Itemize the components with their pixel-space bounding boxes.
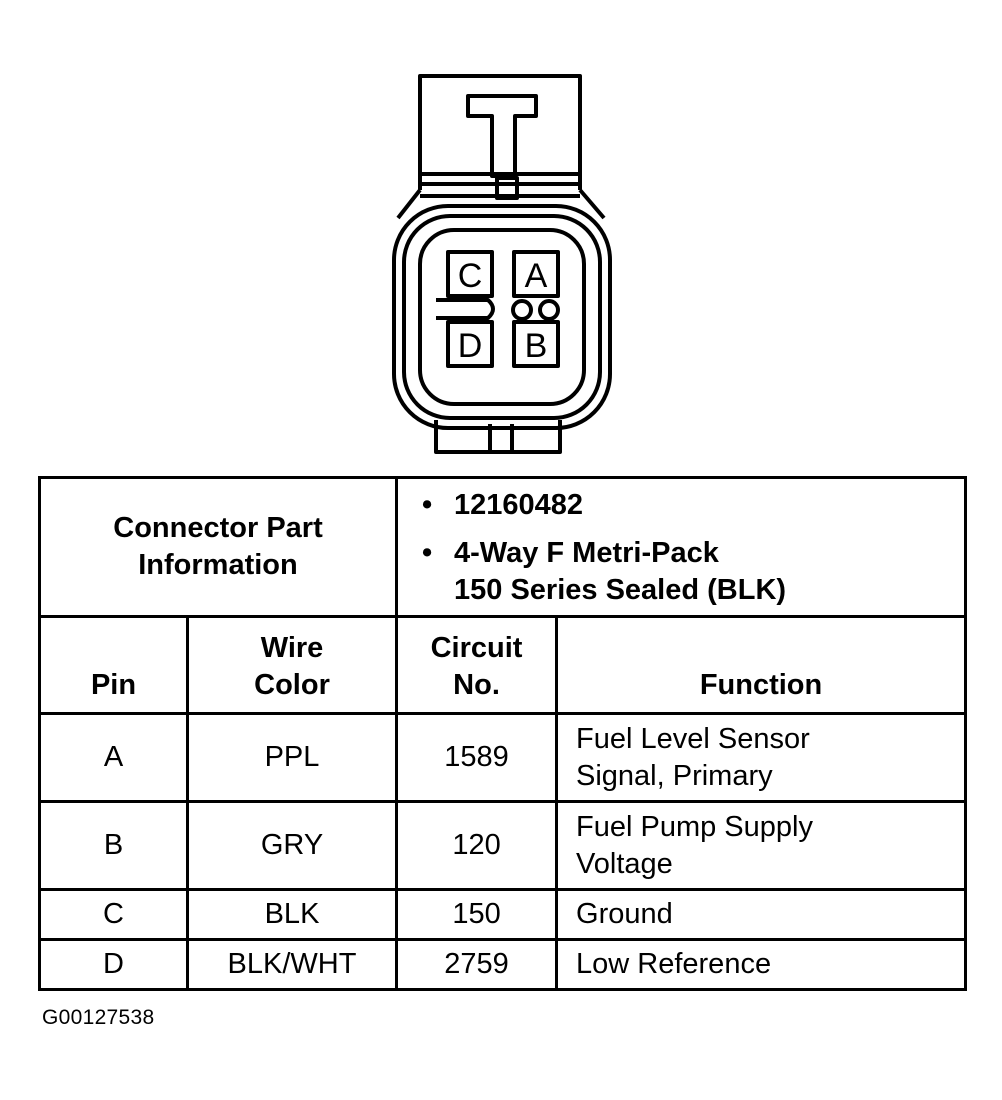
- housing-side: [396, 188, 422, 220]
- bullet: •: [422, 537, 433, 569]
- column-header-text: Wire: [260, 632, 324, 664]
- cavity-c-frame: [446, 250, 494, 298]
- part-description-line: 150 Series Sealed (BLK): [454, 574, 787, 606]
- cavity-label-a: A: [525, 257, 548, 295]
- connector-part-info-values: • 12160482 • 4-Way F Metri-Pack 150 Seri…: [395, 476, 968, 618]
- pinout-table: Connector Part Information • 12160482 • …: [37, 476, 968, 991]
- table-row: D BLK/WHT 2759 Low Reference: [38, 938, 968, 991]
- column-header-text: Color: [254, 669, 330, 701]
- column-header-row: Pin Wire Color Circuit No. Function: [38, 615, 968, 715]
- alignment-circle: [511, 299, 533, 321]
- part-description-item: • 4-Way F Metri-Pack 150 Series Sealed (…: [422, 535, 964, 609]
- part-number-item: • 12160482: [422, 487, 964, 524]
- part-info-row: Connector Part Information • 12160482 • …: [37, 476, 968, 618]
- cell-wire-color: GRY: [185, 800, 399, 891]
- function-line: Ground: [576, 898, 673, 930]
- housing-side: [578, 188, 606, 220]
- figure-id: G00127538: [42, 1006, 155, 1029]
- table-row: B GRY 120 Fuel Pump Supply Voltage: [38, 800, 968, 891]
- function-line: Fuel Level Sensor: [576, 722, 810, 755]
- connector-part-info-label: Connector Part Information: [37, 476, 399, 618]
- cell-function: Ground: [555, 888, 968, 941]
- column-header-text: No.: [453, 669, 500, 701]
- column-header-text: Pin: [90, 669, 137, 701]
- latch-housing: [418, 74, 582, 190]
- cell-pin: C: [38, 888, 189, 941]
- part-description-line: 4-Way F Metri-Pack: [454, 537, 719, 569]
- table-row: C BLK 150 Ground: [38, 888, 968, 941]
- column-header-text: Function: [699, 669, 823, 701]
- column-header-function: Function: [555, 615, 968, 715]
- table-row: A PPL 1589 Fuel Level Sensor Signal, Pri…: [38, 712, 968, 803]
- cell-function: Fuel Level Sensor Signal, Primary: [555, 712, 968, 803]
- cell-function: Fuel Pump Supply Voltage: [555, 800, 968, 891]
- cell-circuit-no: 120: [395, 800, 559, 891]
- cavity-label-b: B: [525, 327, 548, 365]
- latch-tab: [495, 176, 519, 200]
- cell-circuit-no: 1589: [395, 712, 559, 803]
- column-header-circuit-no: Circuit No.: [395, 615, 559, 715]
- column-header-wire-color: Wire Color: [185, 615, 399, 715]
- cavity-d-frame: [446, 320, 494, 368]
- function-line: Fuel Pump Supply: [576, 810, 813, 843]
- cell-wire-color: BLK/WHT: [185, 938, 399, 991]
- cavity-label-c: C: [458, 257, 483, 295]
- cavity-label-d: D: [458, 327, 483, 365]
- cell-circuit-no: 2759: [395, 938, 559, 991]
- function-line: Signal, Primary: [576, 759, 773, 792]
- t-latch: [466, 94, 538, 178]
- function-line: Voltage: [576, 847, 673, 880]
- bottom-tab: [434, 420, 562, 454]
- alignment-circle: [538, 299, 560, 321]
- part-info-label-line: Connector Part: [113, 512, 323, 544]
- cell-wire-color: BLK: [185, 888, 399, 941]
- column-header-pin: Pin: [38, 615, 189, 715]
- cell-pin: B: [38, 800, 189, 891]
- cell-circuit-no: 150: [395, 888, 559, 941]
- connector-body-outer: [392, 204, 612, 430]
- center-rail: [436, 298, 495, 320]
- part-info-label-line: Information: [138, 549, 298, 581]
- column-header-text: Circuit: [430, 632, 523, 664]
- connector-body-ring: [402, 214, 602, 420]
- part-number: 12160482: [454, 489, 584, 521]
- connector-body-inner: [418, 228, 586, 406]
- cell-pin: D: [38, 938, 189, 991]
- cavity-b-frame: [512, 320, 560, 368]
- cavity-a-frame: [512, 250, 560, 298]
- function-line: Low Reference: [576, 948, 772, 980]
- cell-pin: A: [38, 712, 189, 803]
- cell-function: Low Reference: [555, 938, 968, 991]
- cell-wire-color: PPL: [185, 712, 399, 803]
- bullet: •: [422, 489, 433, 521]
- connector-diagram: C A D B: [392, 74, 612, 454]
